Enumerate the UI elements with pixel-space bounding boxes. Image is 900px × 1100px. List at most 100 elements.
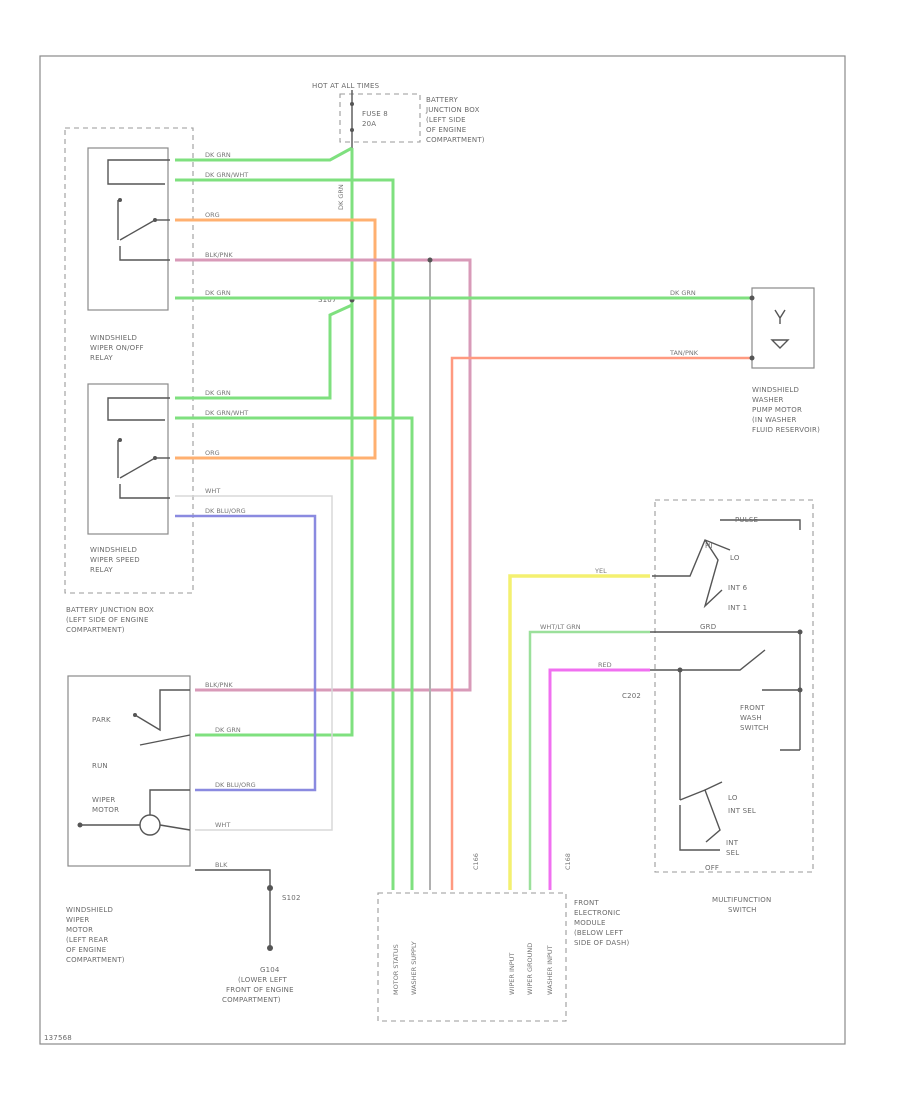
wire-dk-grn-relay2 — [175, 303, 353, 400]
wire-label-dk-grn-3: DK GRN — [670, 289, 696, 297]
svg-text:WIPER ON/OFF: WIPER ON/OFF — [90, 344, 144, 352]
fuse-label: FUSE 8 — [362, 110, 388, 118]
fem-pin-labels: MOTOR STATUS WASHER SUPPLY WIPER INPUT W… — [392, 941, 554, 995]
svg-text:WASHER INPUT: WASHER INPUT — [546, 945, 554, 995]
wire-label-blk-pnk-2: BLK/PNK — [205, 681, 233, 689]
svg-text:WINDSHIELD: WINDSHIELD — [90, 546, 137, 554]
mf-int1-label: INT 1 — [728, 604, 747, 612]
wire-label-dk-blu-2: DK BLU/ORG — [215, 781, 256, 789]
wire-label-yel: YEL — [594, 567, 607, 575]
svg-text:COMPARTMENT): COMPARTMENT) — [66, 626, 125, 634]
front-electronic-module — [377, 892, 567, 1022]
wire-label-dk-blu-1: DK BLU/ORG — [205, 507, 246, 515]
mf-pulse-label: PULSE — [735, 516, 758, 524]
svg-text:WASHER: WASHER — [752, 396, 784, 404]
washer-pump-pin-1 — [749, 295, 755, 301]
wire-blk-pnk — [175, 258, 472, 692]
mf-int6-label: INT 6 — [728, 584, 748, 592]
svg-text:SWITCH: SWITCH — [728, 906, 757, 914]
washer-pump-label: WINDSHIELD WASHER PUMP MOTOR (IN WASHER … — [752, 386, 820, 434]
fuse-amps: 20A — [362, 120, 376, 128]
wire-label-dk-grn-2: DK GRN — [205, 289, 231, 297]
svg-text:FLUID RESERVOIR): FLUID RESERVOIR) — [752, 426, 820, 434]
wire-wht — [175, 495, 333, 831]
wire-label-dk-grn-wht-1: DK GRN/WHT — [205, 171, 248, 179]
mf-int-lower-1: INT — [726, 839, 739, 847]
svg-text:MODULE: MODULE — [574, 919, 606, 927]
washer-pump-pin-2 — [749, 355, 755, 361]
washer-pump-motor — [751, 287, 815, 369]
wire-org — [175, 218, 377, 460]
splice-blk-pnk — [427, 257, 433, 263]
splice-s102 — [267, 885, 273, 891]
svg-text:ELECTRONIC: ELECTRONIC — [574, 909, 620, 917]
battery-junction-box-top-label: BATTERY JUNCTION BOX (LEFT SIDE OF ENGIN… — [425, 96, 485, 144]
splice-s107-label: S107 — [318, 296, 337, 304]
svg-text:FRONT OF ENGINE: FRONT OF ENGINE — [226, 986, 294, 994]
svg-text:WINDSHIELD: WINDSHIELD — [90, 334, 137, 342]
connector-c166: C166 — [472, 853, 480, 870]
connector-c168: C168 — [564, 853, 572, 870]
svg-text:WIPER SPEED: WIPER SPEED — [90, 556, 140, 564]
mf-grd-label: GRD — [700, 623, 716, 631]
motor-inner-1: WIPER — [92, 796, 116, 804]
wire-label-dk-grn-4: DK GRN — [205, 389, 231, 397]
mf-int-sel-label: INT SEL — [728, 807, 756, 815]
mf-lo-label: LO — [730, 554, 740, 562]
mf-c202-label: C202 — [622, 692, 641, 700]
svg-text:BATTERY JUNCTION BOX: BATTERY JUNCTION BOX — [66, 606, 154, 614]
ground-g104-label: G104 (LOWER LEFT FRONT OF ENGINE COMPART… — [222, 966, 294, 1004]
svg-text:WINDSHIELD: WINDSHIELD — [752, 386, 799, 394]
battery-junction-box-left-label: BATTERY JUNCTION BOX (LEFT SIDE OF ENGIN… — [66, 606, 154, 634]
wire-wht-lt-grn — [528, 630, 650, 890]
hot-at-all-times-label: HOT AT ALL TIMES — [312, 82, 380, 90]
wire-label-red: RED — [598, 661, 612, 669]
ground-g104 — [267, 945, 273, 951]
wire-label-wht-2: WHT — [215, 821, 230, 829]
svg-text:FRONT: FRONT — [574, 899, 599, 907]
wire-blk-ground — [195, 869, 271, 948]
svg-text:FRONT: FRONT — [740, 704, 765, 712]
svg-text:OF ENGINE: OF ENGINE — [66, 946, 106, 954]
motor-inner-2: MOTOR — [92, 806, 119, 814]
motor-run-label: RUN — [92, 762, 108, 770]
svg-text:BATTERY: BATTERY — [426, 96, 459, 104]
svg-text:COMPARTMENT): COMPARTMENT) — [222, 996, 281, 1004]
svg-text:COMPARTMENT): COMPARTMENT) — [426, 136, 485, 144]
svg-text:WIPER INPUT: WIPER INPUT — [508, 953, 516, 995]
wiper-on-off-relay — [87, 147, 169, 311]
svg-text:(LEFT REAR: (LEFT REAR — [66, 936, 108, 944]
svg-text:COMPARTMENT): COMPARTMENT) — [66, 956, 125, 964]
svg-text:WIPER GROUND: WIPER GROUND — [526, 943, 534, 995]
fuse-pin-bottom — [350, 128, 354, 132]
wiper-speed-relay — [87, 383, 169, 535]
wire-label-tan-pnk: TAN/PNK — [669, 349, 699, 357]
speed-relay-label: WINDSHIELD WIPER SPEED RELAY — [90, 546, 140, 574]
wire-label-blk: BLK — [215, 861, 228, 869]
wire-dk-grn-fuse — [175, 146, 353, 162]
svg-text:WASH: WASH — [740, 714, 762, 722]
wire-red — [548, 668, 650, 890]
mf-off-label: OFF — [705, 864, 719, 872]
on-off-relay-contacts — [107, 159, 170, 261]
svg-text:JUNCTION BOX: JUNCTION BOX — [425, 106, 480, 114]
wire-label-wht-1: WHT — [205, 487, 220, 495]
fuse-pin-top — [350, 102, 354, 106]
svg-text:SWITCH: SWITCH — [740, 724, 769, 732]
wire-label-dk-grn-motor: DK GRN — [215, 726, 241, 734]
svg-text:WIPER: WIPER — [66, 916, 90, 924]
svg-text:OF ENGINE: OF ENGINE — [426, 126, 466, 134]
wire-label-dk-grn-wht-2: DK GRN/WHT — [205, 409, 248, 417]
wire-tan-pnk — [450, 356, 750, 890]
svg-text:PUMP MOTOR: PUMP MOTOR — [752, 406, 802, 414]
svg-text:(LEFT SIDE OF ENGINE: (LEFT SIDE OF ENGINE — [66, 616, 149, 624]
fem-label: FRONT ELECTRONIC MODULE (BELOW LEFT SIDE… — [574, 899, 629, 947]
on-off-relay-label: WINDSHIELD WIPER ON/OFF RELAY — [90, 334, 144, 362]
wire-label-org-1: ORG — [205, 211, 220, 219]
diagram-frame — [39, 55, 846, 1045]
mf-hi-label: HI — [705, 542, 713, 550]
wire-label-blk-pnk-1: BLK/PNK — [205, 251, 233, 259]
svg-text:(LEFT SIDE: (LEFT SIDE — [426, 116, 466, 124]
wire-dk-grn-wht-1 — [175, 178, 395, 890]
